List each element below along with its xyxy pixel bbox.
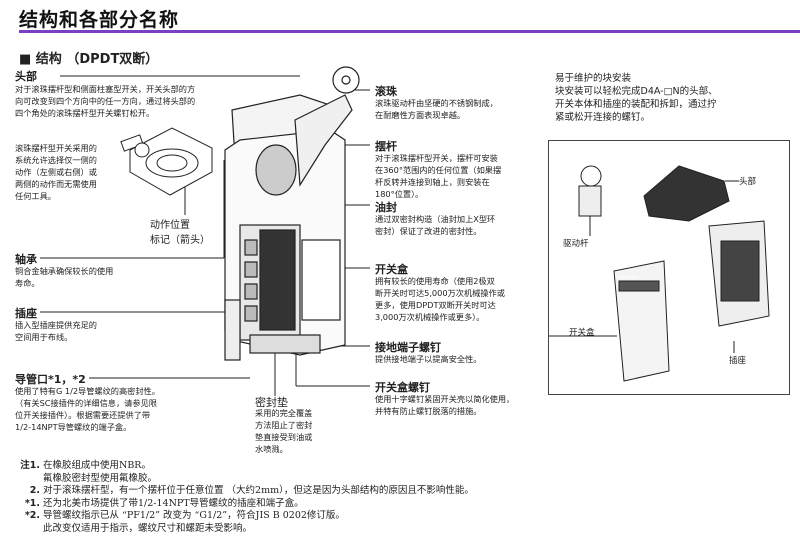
callout-lever-title: 摆杆 [375,140,397,153]
text-line: 插入型插座提供充足的 [15,320,97,330]
text-line: 密封）保证了改进的密封性。 [375,226,482,236]
callout-switch-box-desc: 拥有较长的使用寿命（使用2极双 断开关时可达5,000万次机械操作或 更多，使用… [375,275,505,323]
text-line: 在耐磨性方面表现卓越。 [375,110,466,120]
text-line: 提供接地端子以提高安全性。 [375,354,482,364]
note-mark: *1. [24,497,40,509]
text-line: 滚珠摆杆型开关采用的 [15,143,97,153]
callout-bearing-desc: 铜合金轴承确保较长的使用 寿命。 [15,265,113,289]
callout-gasket-title: 密封垫 [255,396,288,409]
switch-body [224,66,360,361]
inset-label-head: 头部 [739,177,757,187]
text-line: 空间用于布线。 [15,332,73,342]
text-line: （有关SC接插件的详细信息，请参见限 [15,398,157,408]
text-line: 四个角处的滚珠摆杆型开关螺钉松开。 [15,108,155,118]
inset-label-actuator: 驱动杆 [563,239,589,249]
callout-socket-desc: 插入型插座提供充足的 空间用于布线。 [15,319,97,343]
text-line: 标记（箭头） [150,235,210,246]
note-text: 在橡胶组成中使用NBR。 [43,460,151,471]
callout-oil-seal-desc: 通过双密封构造（油封加上X型环 密封）保证了改进的密封性。 [375,213,495,237]
page-title: 结构和各部分名称 [19,9,180,31]
text-line: 180°位置）。 [375,189,424,199]
text-line: 垫直接受到油或 [255,432,313,442]
text-line: 系统允许选择仅一侧的 [15,155,97,165]
note-mark: *2. [24,510,40,522]
callout-bearing-title: 轴承 [15,251,40,267]
callout-head-desc: 对于滚珠摆杆型和侧面柱塞型开关，开关头部的方 向可改变到四个方向中的任一方向，通… [15,83,195,119]
inset-label-switch-box: 开关盒 [569,328,595,338]
note-mark: 2. [29,485,40,497]
text-line: 滚珠驱动杆由坚硬的不锈钢制成， [375,98,498,108]
callout-roller-title: 滚珠 [375,85,397,98]
callout-roller-note: 滚珠摆杆型开关采用的 系统允许选择仅一侧的 动作（左侧或右侧）或 两侧的动作而无… [15,142,97,202]
head-detail [120,127,213,196]
text-line: 位开关接插件）。根据需要还提供了带 [15,410,151,420]
text-line: 对于滚珠摆杆型开关，摆杆可安装 [375,153,498,163]
text-line: 两侧的动作而无需使用 [15,179,97,189]
text-line: 并特有防止螺钉脱落的措施。 [375,406,482,416]
text-line: 对于滚珠摆杆型和侧面柱塞型开关，开关头部的方 [15,84,196,94]
text-line: 向可改变到四个方向中的任一方向，通过将头部的 [15,96,196,106]
text-line: 拥有较长的使用寿命（使用2极双 [375,276,495,286]
block-mounting-inset: 头部 驱动杆 omron 开关盒 插座 [548,140,790,395]
note: *1.还为北美市场提供了带1/2-14NPT导管螺纹的插座和端子盒。 [18,498,474,511]
inset-title: 易于维护的块安装 [555,73,632,84]
note: 此改变仅适用于指示，螺纹尺寸和螺距未受影响。 [18,523,474,536]
text-line: 在360°范围内的任何位置（如果摆 [375,165,502,175]
text-line: 采用的完全覆盖 [255,408,313,418]
note: 氟橡胶密封型使用氟橡胶。 [18,473,474,486]
text-line: 寿命。 [15,278,40,288]
section-heading: ■ 结构 （DPDT双断） [19,52,159,67]
note-text: 氟橡胶密封型使用氟橡胶。 [43,472,158,484]
text-line: 块安装可以轻松完成D4A-□N的头部、 [555,86,718,97]
note-text: 还为北美市场提供了带1/2-14NPT导管螺纹的插座和端子盒。 [43,497,304,509]
text-line: 更多，使用DPDT双断开关时可达 [375,300,496,310]
note: *2.导管螺纹指示已从 “PF1/2” 改变为 “G1/2”，符合JIS B 0… [18,510,474,523]
callout-box-screw-desc: 使用十字螺钉紧固开关壳以简化使用， 并特有防止螺钉脱落的措施。 [375,393,514,417]
note-text: 导管螺纹指示已从 “PF1/2” 改变为 “G1/2”，符合JIS B 0202… [43,510,345,522]
callout-conduit-title: 导管口*1，*2 [15,371,89,387]
text-line: 通过双密封构造（油封加上X型环 [375,214,496,224]
callout-gasket-desc: 采用的完全覆盖 方法阻止了密封 垫直接受到油或 水喷溅。 [255,407,312,455]
callout-conduit-desc: 使用了特有G 1/2导管螺纹的高密封性。 （有关SC接插件的详细信息，请参见限 … [15,385,160,433]
callout-box-screw-title: 开关盒螺钉 [375,381,430,394]
text-line: 开关本体和插座的装配和拆卸，通过拧 [555,99,717,110]
text-line: 水喷溅。 [255,444,288,454]
text-line: 3,000万次机械操作或更多）。 [375,312,485,322]
exploded-view-illustration [549,165,770,382]
text-line: 方法阻止了密封 [255,420,313,430]
callout-roller-desc: 滚珠驱动杆由坚硬的不锈钢制成， 在耐磨性方面表现卓越。 [375,97,498,121]
callout-switch-box-title: 开关盒 [375,263,408,276]
callout-lever-desc: 对于滚珠摆杆型开关，摆杆可安装 在360°范围内的任何位置（如果摆 杆反转并连接… [375,152,501,200]
actuator-lever [578,185,602,217]
inset-text: 易于维护的块安装 块安装可以轻松完成D4A-□N的头部、 开关本体和插座的装配和… [555,72,718,124]
text-line: 1/2-14NPT导管螺纹的端子盒。 [15,422,132,432]
text-line: 使用了特有G 1/2导管螺纹的高密封性。 [15,386,160,396]
brand-logo: omron [619,274,639,281]
callout-head-title: 头部 [15,70,37,83]
callout-ground-screw-desc: 提供接地端子以提高安全性。 [375,353,481,365]
note-text: 对于滚珠摆杆型，有一个摆杆位于任意位置 （大约2mm），但这是因为头部结构的原因… [43,485,474,497]
note: 注1.在橡胶组成中使用NBR。 [18,460,474,473]
text-line: 使用十字螺钉紧固开关壳以简化使用， [375,394,515,404]
actuator-roller [580,165,602,187]
text-line: 杆反转并连接到轴上，则安装在 [375,177,490,187]
footnotes: 注1.在橡胶组成中使用NBR。 氟橡胶密封型使用氟橡胶。 2.对于滚珠摆杆型，有… [18,460,474,536]
text-line: 动作（左侧或右侧）或 [15,167,97,177]
note-mark: 注1. [20,460,40,471]
head-block [643,165,730,222]
callout-marker: 动作位置 标记（箭头） [150,218,210,248]
text-line: 任何工具。 [15,191,56,201]
callout-socket-title: 插座 [15,305,40,321]
text-line: 铜合金轴承确保较长的使用 [15,266,114,276]
title-rule [19,30,800,33]
inset-label-socket: 插座 [729,356,747,366]
note-text: 此改变仅适用于指示，螺纹尺寸和螺距未受影响。 [43,522,253,534]
text-line: 断开关时可达5,000万次机械操作或 [375,288,505,298]
callout-oil-seal-title: 油封 [375,201,397,214]
text-line: 动作位置 [150,220,190,231]
note: 2.对于滚珠摆杆型，有一个摆杆位于任意位置 （大约2mm），但这是因为头部结构的… [18,485,474,498]
text-line: 紧或松开连接的螺钉。 [555,112,651,123]
callout-ground-screw-title: 接地端子螺钉 [375,341,441,354]
